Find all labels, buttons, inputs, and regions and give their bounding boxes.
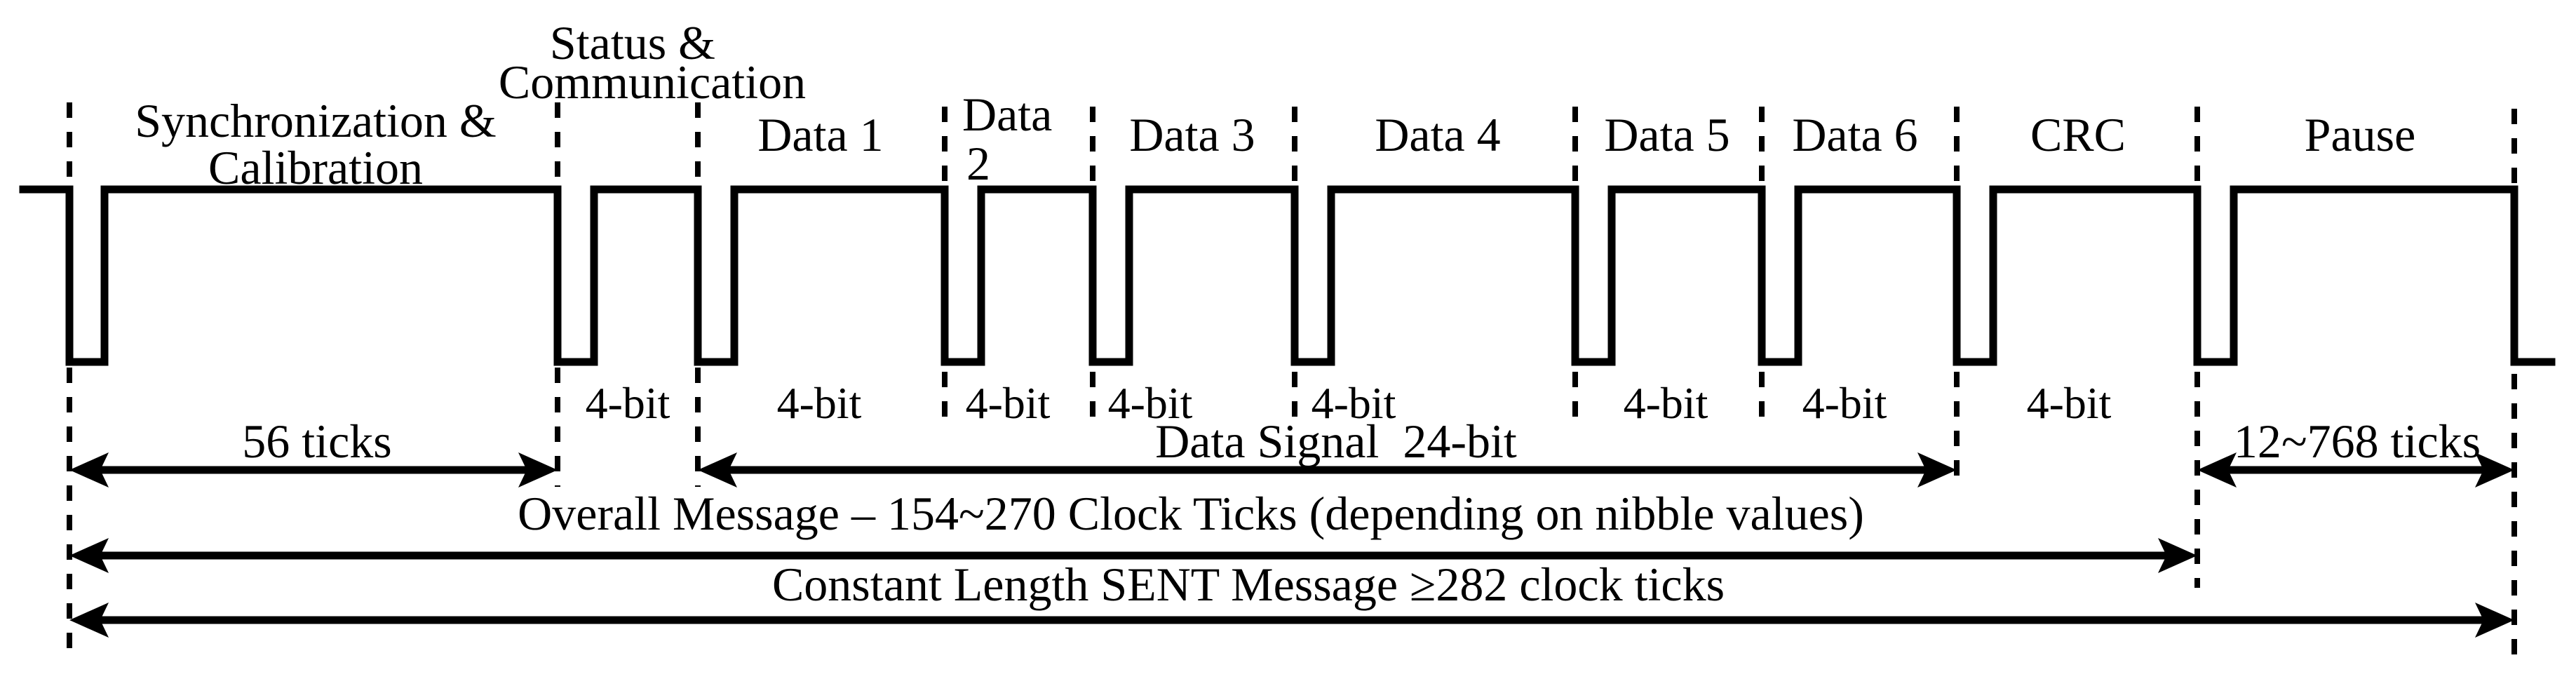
pause-arrowhead-right: [2475, 452, 2514, 488]
label-4bit-status: 4-bit: [586, 378, 670, 428]
label-56-ticks: 56 ticks: [242, 415, 391, 468]
label-sync-line2: Calibration: [208, 141, 423, 194]
section-labels: Synchronization & Calibration Status & C…: [135, 16, 2415, 194]
label-constant-length: Constant Length SENT Message ≥282 clock …: [772, 558, 1725, 611]
label-4bit-data4: 4-bit: [1311, 378, 1396, 428]
label-data3: Data 3: [1129, 108, 1255, 161]
label-data-signal: Data Signal 24-bit: [1155, 415, 1517, 468]
label-4bit-data3: 4-bit: [1108, 378, 1193, 428]
sent-signal-waveform: [19, 185, 2556, 366]
label-pause-ticks: 12~768 ticks: [2234, 415, 2481, 468]
label-pause: Pause: [2305, 108, 2416, 161]
label-data6: Data 6: [1792, 108, 1917, 161]
sync-arrowhead-left: [69, 452, 109, 488]
label-data1: Data 1: [757, 108, 883, 161]
label-4bit-data1: 4-bit: [777, 378, 862, 428]
overall-arrowhead-right: [2158, 538, 2197, 573]
pause-arrowhead-left: [2197, 452, 2237, 488]
sync-arrowhead-right: [518, 452, 558, 488]
constant-length-arrow: Constant Length SENT Message ≥282 clock …: [69, 558, 2514, 638]
label-overall-message: Overall Message – 154~270 Clock Ticks (d…: [518, 487, 1864, 540]
data-signal-arrowhead-left: [698, 452, 737, 488]
label-status-line2: Communication: [499, 55, 806, 109]
label-data5: Data 5: [1604, 108, 1729, 161]
data-signal-arrowhead-right: [1917, 452, 1957, 488]
label-data4: Data 4: [1375, 108, 1500, 161]
constant-arrowhead-left: [69, 603, 109, 638]
label-4bit-data5: 4-bit: [1624, 378, 1708, 428]
label-crc: CRC: [2030, 108, 2126, 161]
nibble-width-labels: 4-bit 4-bit 4-bit 4-bit 4-bit 4-bit 4-bi…: [586, 378, 2112, 428]
label-4bit-data6: 4-bit: [1802, 378, 1887, 428]
data-signal-arrow: Data Signal 24-bit: [698, 415, 1957, 488]
label-status-line1: Status &: [550, 16, 715, 69]
pause-ticks-arrow: 12~768 ticks: [2197, 415, 2514, 488]
label-sync-line1: Synchronization &: [135, 94, 497, 147]
overall-message-arrow: Overall Message – 154~270 Clock Ticks (d…: [69, 487, 2197, 573]
sync-ticks-arrow: 56 ticks: [69, 415, 558, 488]
label-data2-line2: 2: [966, 137, 990, 190]
label-4bit-crc: 4-bit: [2027, 378, 2112, 428]
label-data2-line1: Data: [962, 88, 1052, 141]
overall-arrowhead-left: [69, 538, 109, 573]
label-4bit-data2: 4-bit: [966, 378, 1051, 428]
constant-arrowhead-right: [2475, 603, 2514, 638]
